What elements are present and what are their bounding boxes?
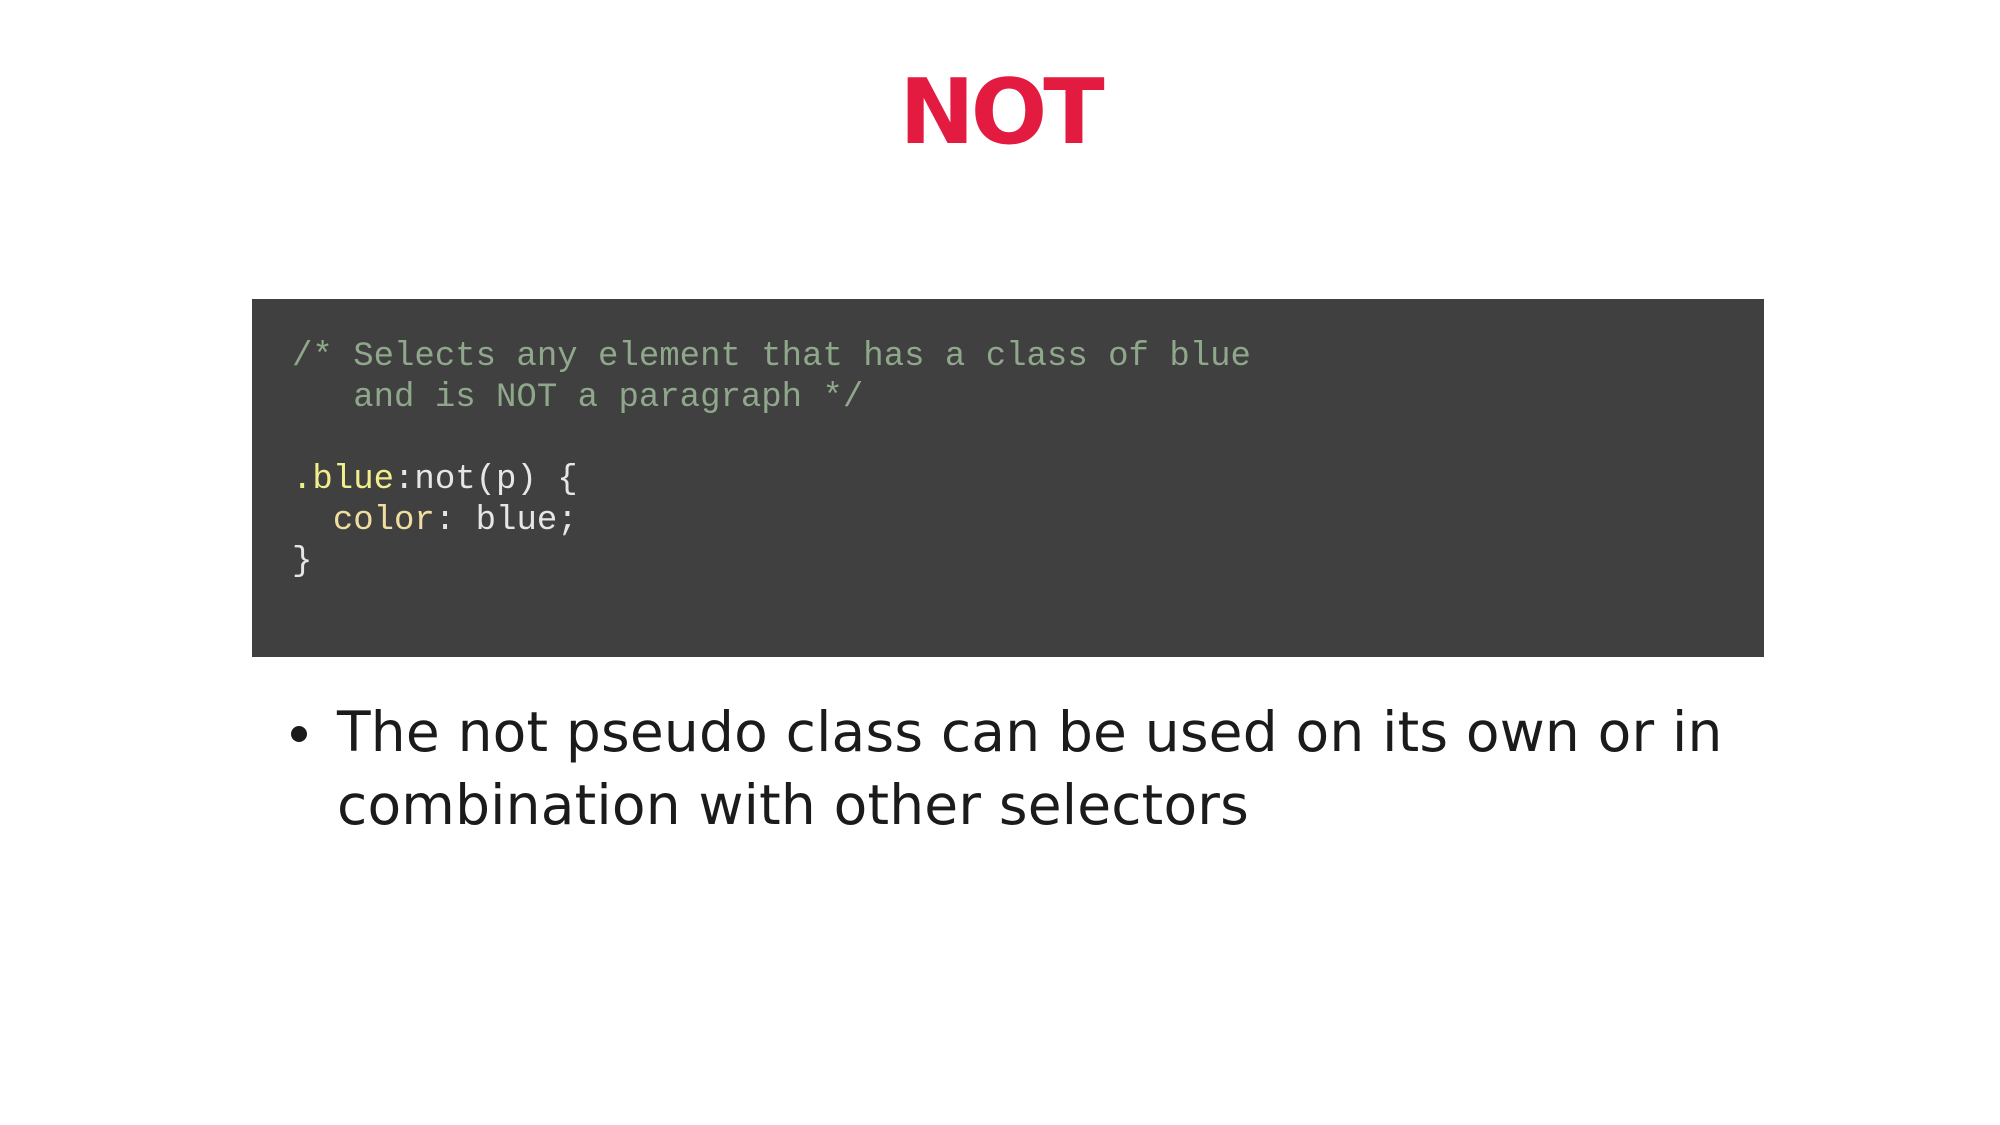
code-closing-brace: } bbox=[292, 543, 313, 581]
code-property-name: color bbox=[332, 502, 435, 540]
code-comment-text: and is NOT a paragraph */ bbox=[292, 379, 864, 417]
bullet-dot-icon bbox=[291, 726, 307, 742]
code-indent bbox=[292, 502, 333, 540]
code-selector-class: .blue bbox=[292, 461, 395, 499]
code-property-value: : blue; bbox=[434, 502, 578, 540]
code-comment-text: /* Selects any element that has a class … bbox=[292, 338, 1251, 376]
code-selector-line: .blue:not(p) { bbox=[292, 460, 1764, 501]
code-declaration-line: color: blue; bbox=[292, 501, 1764, 542]
code-closing-line: } bbox=[292, 542, 1764, 583]
code-block: /* Selects any element that has a class … bbox=[252, 299, 1764, 657]
code-blank-line bbox=[292, 419, 1764, 460]
bullet-item: The not pseudo class can be used on its … bbox=[285, 696, 1785, 842]
bullet-text: The not pseudo class can be used on its … bbox=[337, 700, 1723, 837]
code-comment-line-1: /* Selects any element that has a class … bbox=[292, 337, 1764, 378]
code-comment-line-2: and is NOT a paragraph */ bbox=[292, 378, 1764, 419]
bullet-list: The not pseudo class can be used on its … bbox=[285, 696, 1785, 842]
slide-title: NOT bbox=[899, 60, 1104, 165]
code-selector-pseudo: :not(p) { bbox=[394, 461, 578, 499]
